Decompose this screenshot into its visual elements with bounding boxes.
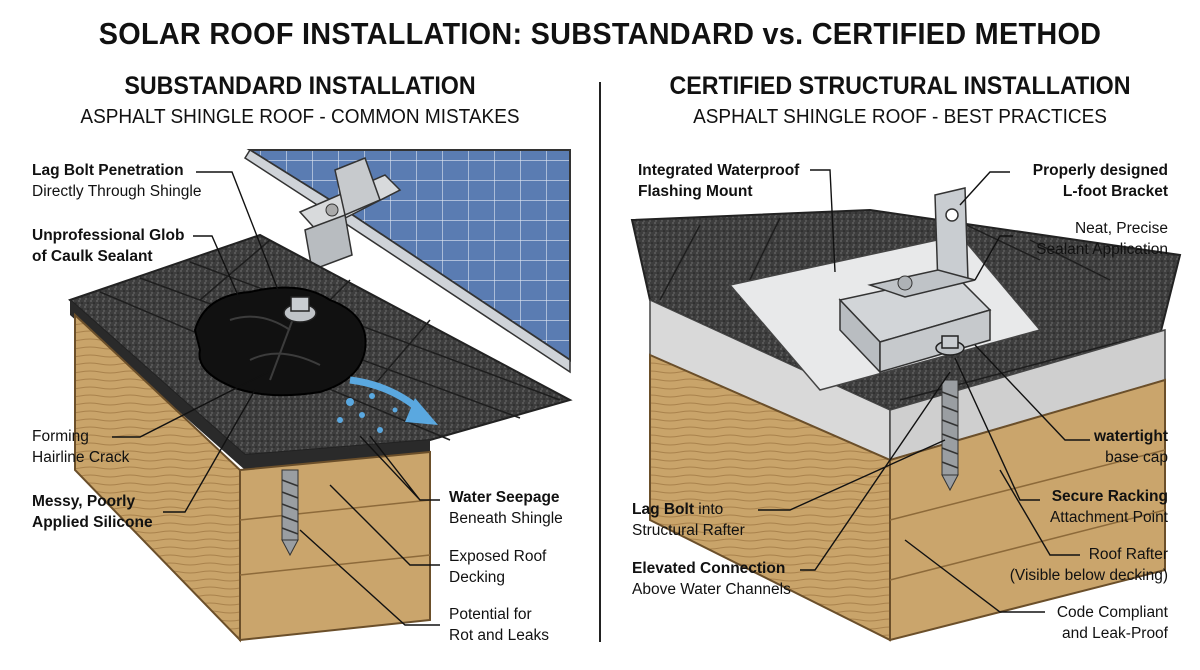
callout-l-foot-bracket: Properly designed L-foot Bracket <box>1032 162 1168 200</box>
callout-base-cap: watertight base cap <box>1093 428 1168 466</box>
left-panel-title: SUBSTANDARD INSTALLATION <box>124 72 476 100</box>
right-panel-title: CERTIFIED STRUCTURAL INSTALLATION <box>669 72 1131 100</box>
clamp <box>334 157 381 217</box>
callout-roof-rafter: Roof Rafter (Visible below decking) <box>1009 546 1168 584</box>
callout-hairline-crack: Forming Hairline Crack <box>32 428 130 466</box>
left-panel-subtitle: ASPHALT SHINGLE ROOF - COMMON MISTAKES <box>80 106 520 128</box>
callout-exposed-decking: Exposed Roof Decking <box>449 548 547 586</box>
right-roof-section <box>630 169 1182 642</box>
callout-elevated-connection: Elevated Connection Above Water Channels <box>632 560 791 598</box>
callout-flashing-mount: Integrated Waterproof Flashing Mount <box>638 162 800 200</box>
caulk-glob <box>193 286 367 397</box>
callout-lag-bolt-rafter: Lag Bolt into Structural Rafter <box>632 501 745 539</box>
panel-divider <box>599 82 601 642</box>
callout-sealant-application: Neat, Precise Sealant Application <box>1036 220 1168 258</box>
left-roof-section <box>68 148 573 643</box>
callout-rot-and-leaks: Potential for Rot and Leaks <box>449 606 549 644</box>
right-panel-subtitle: ASPHALT SHINGLE ROOF - BEST PRACTICES <box>693 106 1107 128</box>
page-title: SOLAR ROOF INSTALLATION: SUBSTANDARD vs.… <box>98 16 1102 51</box>
callout-caulk-glob: Unprofessional Glob of Caulk Sealant <box>32 227 185 265</box>
callout-water-seepage: Water Seepage Beneath Shingle <box>449 489 563 527</box>
callout-messy-silicone: Messy, Poorly Applied Silicone <box>32 493 153 531</box>
callout-code-compliant: Code Compliant and Leak-Proof <box>1056 604 1168 642</box>
callout-racking-attachment: Secure Racking Attachment Point <box>1049 488 1168 526</box>
callout-lag-bolt-penetration: Lag Bolt Penetration Directly Through Sh… <box>32 162 202 200</box>
water-seepage <box>337 376 438 433</box>
